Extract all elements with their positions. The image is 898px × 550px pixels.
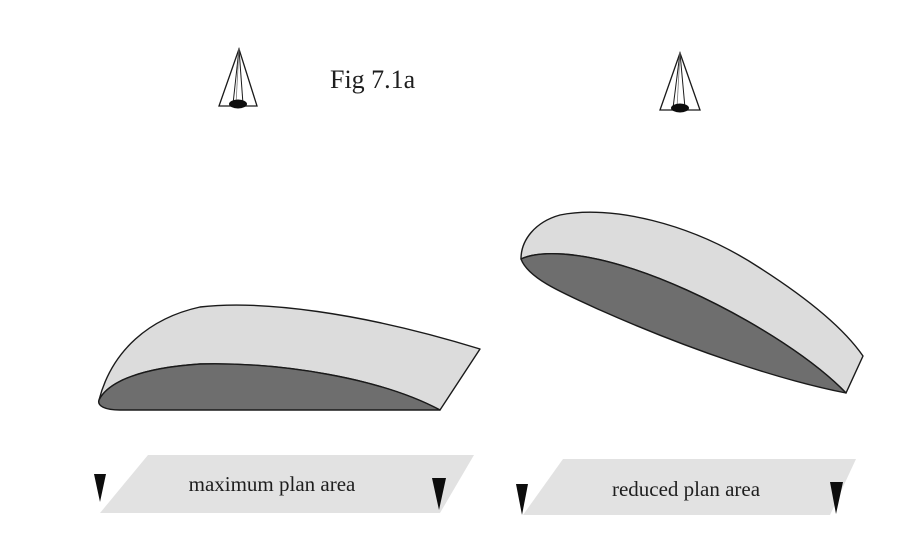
right-plan-area-label: reduced plan area xyxy=(612,477,761,501)
right-plan-area-band: reduced plan area xyxy=(523,459,856,515)
left-airfoil-lower-surface xyxy=(98,363,441,411)
right-airfoil xyxy=(520,211,864,394)
left-plan-area-label: maximum plan area xyxy=(189,472,356,496)
left-airfoil xyxy=(98,304,481,411)
figure-title: Fig 7.1a xyxy=(330,65,416,94)
left-observer-icon xyxy=(218,46,258,109)
left-start-triangle-marker-icon xyxy=(94,474,106,502)
right-airfoil-lower-surface xyxy=(520,252,847,394)
right-end-triangle-marker-icon xyxy=(830,482,843,514)
right-start-triangle-marker-icon xyxy=(516,484,528,515)
left-plan-area-band: maximum plan area xyxy=(100,455,474,513)
right-observer-icon xyxy=(659,51,701,113)
left-end-triangle-marker-icon xyxy=(432,478,446,510)
